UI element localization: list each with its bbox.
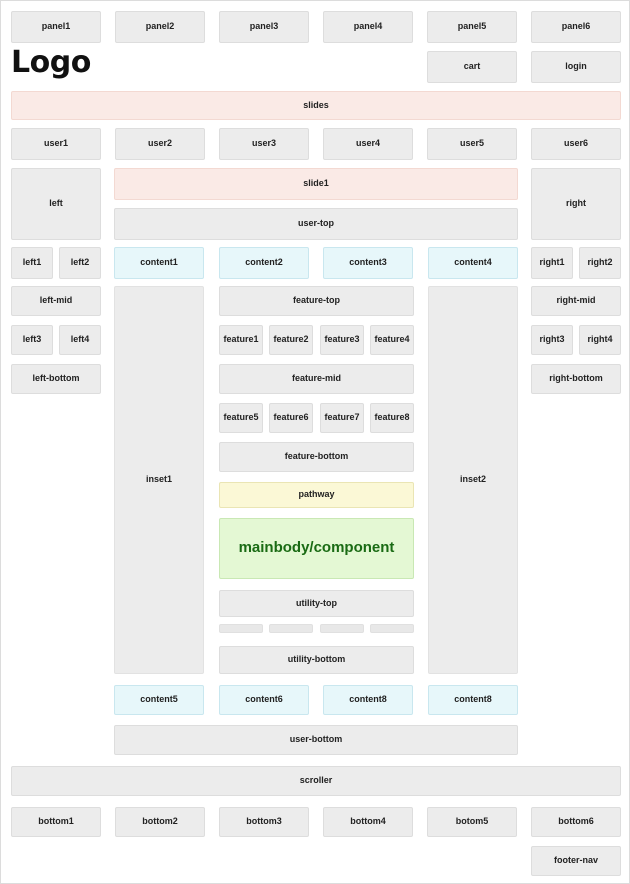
panel-button-panel6[interactable]: panel6 [531, 11, 621, 43]
utility-strip-1[interactable] [219, 624, 263, 633]
slide1-block[interactable]: slide1 [114, 168, 518, 200]
content-block-bottom-3[interactable]: content8 [323, 685, 413, 715]
inset-column-inset2: inset2 [428, 286, 518, 674]
inset-column-inset1: inset1 [114, 286, 204, 674]
feature-block-feature4[interactable]: feature4 [370, 325, 414, 355]
right-block-right-mid[interactable]: right-mid [531, 286, 621, 316]
user-top-block[interactable]: user-top [114, 208, 518, 240]
content-block-top-content1[interactable]: content1 [114, 247, 204, 279]
user-nav-item-user4[interactable]: user4 [323, 128, 413, 160]
feature-block-feature3[interactable]: feature3 [320, 325, 364, 355]
right-block-right[interactable]: right [531, 168, 621, 240]
right-block-right4[interactable]: right4 [579, 325, 621, 355]
panel-button-panel3[interactable]: panel3 [219, 11, 309, 43]
scroller-block[interactable]: scroller [11, 766, 621, 796]
content-block-top-content4[interactable]: content4 [428, 247, 518, 279]
account-button-login[interactable]: login [531, 51, 621, 83]
right-block-right-bottom[interactable]: right-bottom [531, 364, 621, 394]
feature-block-feature7[interactable]: feature7 [320, 403, 364, 433]
feature-block-feature6[interactable]: feature6 [269, 403, 313, 433]
feature-block-feature2[interactable]: feature2 [269, 325, 313, 355]
site-logo[interactable]: Logo [11, 45, 91, 80]
content-block-bottom-2[interactable]: content6 [219, 685, 309, 715]
right-block-right1[interactable]: right1 [531, 247, 573, 279]
footer-block-bottom2[interactable]: bottom2 [115, 807, 205, 837]
left-block-left4[interactable]: left4 [59, 325, 101, 355]
slides-banner[interactable]: slides [11, 91, 621, 120]
utility-strip-4[interactable] [370, 624, 414, 633]
content-block-bottom-4[interactable]: content8 [428, 685, 518, 715]
footer-block-bottom1[interactable]: bottom1 [11, 807, 101, 837]
panel-button-panel2[interactable]: panel2 [115, 11, 205, 43]
right-block-right3[interactable]: right3 [531, 325, 573, 355]
user-nav-item-user6[interactable]: user6 [531, 128, 621, 160]
feature-block-feature8[interactable]: feature8 [370, 403, 414, 433]
user-nav-item-user5[interactable]: user5 [427, 128, 517, 160]
panel-button-panel1[interactable]: panel1 [11, 11, 101, 43]
content-block-bottom-1[interactable]: content5 [114, 685, 204, 715]
left-block-left1[interactable]: left1 [11, 247, 53, 279]
content-block-top-content2[interactable]: content2 [219, 247, 309, 279]
feature-block-feature5[interactable]: feature5 [219, 403, 263, 433]
left-block-left[interactable]: left [11, 168, 101, 240]
left-block-left-mid[interactable]: left-mid [11, 286, 101, 316]
user-bottom-block[interactable]: user-bottom [114, 725, 518, 755]
feature-mid-block[interactable]: feature-mid [219, 364, 414, 394]
utility-strip-3[interactable] [320, 624, 364, 633]
content-block-top-content3[interactable]: content3 [323, 247, 413, 279]
utility-top-block[interactable]: utility-top [219, 590, 414, 617]
account-button-cart[interactable]: cart [427, 51, 517, 83]
user-nav-item-user3[interactable]: user3 [219, 128, 309, 160]
feature-top-block[interactable]: feature-top [219, 286, 414, 316]
user-nav-item-user2[interactable]: user2 [115, 128, 205, 160]
left-block-left3[interactable]: left3 [11, 325, 53, 355]
left-block-left2[interactable]: left2 [59, 247, 101, 279]
feature-bottom-block[interactable]: feature-bottom [219, 442, 414, 472]
footer-block-bottom6[interactable]: bottom6 [531, 807, 621, 837]
left-block-left-bottom[interactable]: left-bottom [11, 364, 101, 394]
feature-block-feature1[interactable]: feature1 [219, 325, 263, 355]
panel-button-panel5[interactable]: panel5 [427, 11, 517, 43]
mainbody-component-block: mainbody/component [219, 518, 414, 579]
footer-block-bottom3[interactable]: bottom3 [219, 807, 309, 837]
utility-bottom-block[interactable]: utility-bottom [219, 646, 414, 674]
utility-strip-2[interactable] [269, 624, 313, 633]
footer-block-botom5[interactable]: botom5 [427, 807, 517, 837]
user-nav-item-user1[interactable]: user1 [11, 128, 101, 160]
footer-block-bottom4[interactable]: bottom4 [323, 807, 413, 837]
panel-button-panel4[interactable]: panel4 [323, 11, 413, 43]
right-block-right2[interactable]: right2 [579, 247, 621, 279]
pathway-block[interactable]: pathway [219, 482, 414, 508]
footer-nav-block[interactable]: footer-nav [531, 846, 621, 876]
